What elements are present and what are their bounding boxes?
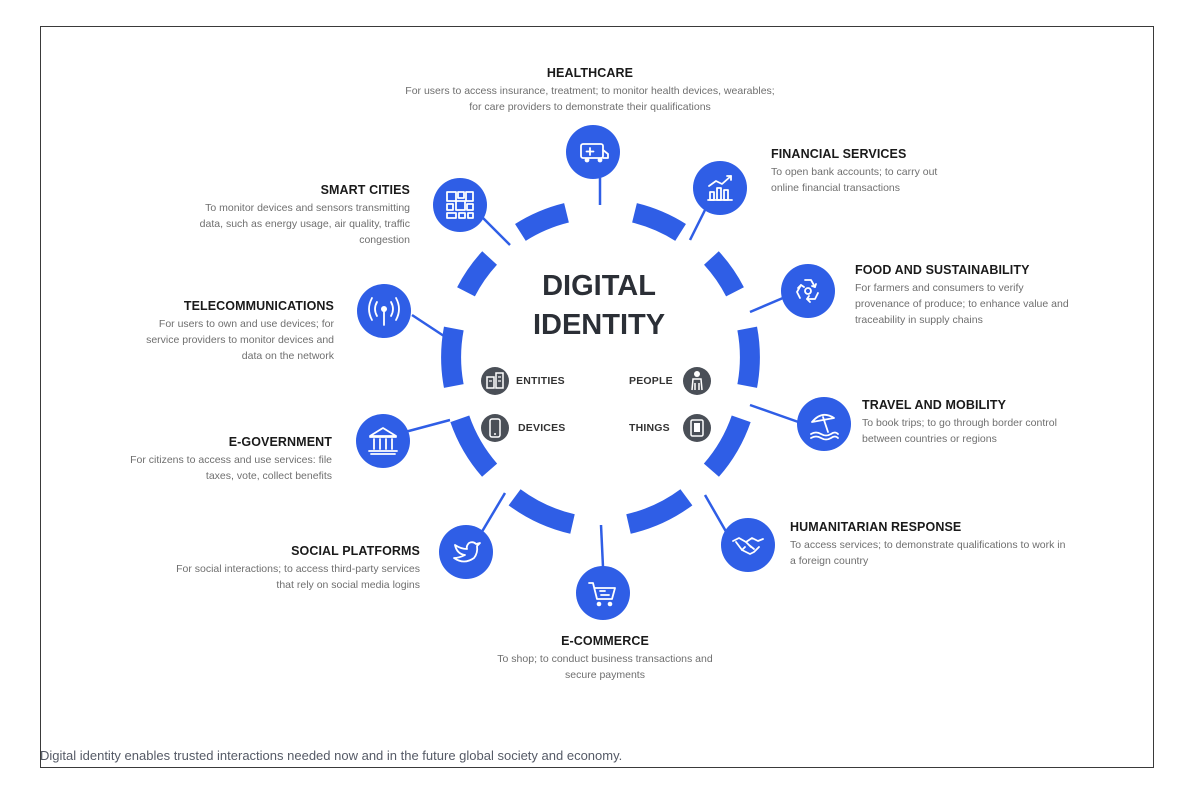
- humanitarian-node: [721, 518, 775, 572]
- healthcare-text: HEALTHCARE For users to access insurance…: [330, 66, 850, 116]
- diagram-title: DIGITAL IDENTITY: [499, 267, 699, 345]
- connector-ecommerce: [599, 524, 605, 568]
- smart-cities-node: [433, 178, 487, 232]
- connector-egov: [404, 418, 451, 434]
- connector-smart: [479, 214, 511, 246]
- telecom-desc-1: For users to own and use devices; for: [158, 318, 334, 330]
- ring-segment: [631, 203, 686, 241]
- humanitarian-text: HUMANITARIAN RESPONSE To access services…: [790, 520, 1150, 570]
- smart-cities-desc-1: To monitor devices and sensors transmitt…: [205, 202, 410, 214]
- social-desc-2: that rely on social media logins: [276, 578, 420, 591]
- travel-desc-2: between countries or regions: [862, 432, 997, 445]
- smart-cities-text: SMART CITIES To monitor devices and sens…: [110, 183, 410, 248]
- ring-segment: [441, 326, 464, 388]
- egov-desc-2: taxes, vote, collect benefits: [205, 469, 332, 482]
- connector-financial: [688, 209, 707, 241]
- handshake-icon: [732, 537, 764, 555]
- devices-label: DEVICES: [518, 422, 566, 434]
- egov-desc-1: For citizens to access and use services:…: [130, 454, 332, 466]
- smart-cities-title: SMART CITIES: [320, 183, 410, 197]
- social-node: [439, 525, 493, 579]
- tablet-icon: [690, 419, 704, 437]
- travel-node: [797, 397, 851, 451]
- travel-title: TRAVEL AND MOBILITY: [862, 398, 1007, 412]
- egov-text: E-GOVERNMENT For citizens to access and …: [60, 435, 332, 485]
- food-desc-3: traceability in supply chains: [855, 313, 983, 326]
- government-building-icon: [368, 427, 398, 455]
- food-desc-1: For farmers and consumers to verify: [855, 282, 1024, 294]
- telecom-title: TELECOMMUNICATIONS: [183, 299, 334, 313]
- recycle-icon: [796, 279, 819, 303]
- humanitarian-desc-2: a foreign country: [790, 554, 869, 567]
- title-line-2: IDENTITY: [532, 309, 666, 342]
- ring-segment: [508, 489, 575, 534]
- people-label: PEOPLE: [629, 375, 673, 387]
- smartphone-icon: [489, 418, 501, 438]
- things-badge: [683, 414, 711, 442]
- ring-segment: [626, 489, 693, 534]
- identity-ring: [441, 203, 760, 534]
- devices-badge: [481, 414, 509, 442]
- people-badge: [683, 367, 711, 395]
- financial-title: FINANCIAL SERVICES: [771, 147, 907, 161]
- telecom-desc-3: data on the network: [241, 349, 334, 362]
- ring-segment: [737, 326, 760, 388]
- ring-segment: [703, 251, 744, 297]
- travel-desc-1: To book trips; to go through border cont…: [862, 417, 1057, 429]
- ecommerce-text: E-COMMERCE To shop; to conduct business …: [445, 634, 765, 684]
- smart-cities-desc-2: data, such as energy usage, air quality,…: [199, 217, 410, 230]
- connector-humanitarian: [703, 494, 730, 536]
- entities-label: ENTITIES: [516, 375, 565, 387]
- ring-segment: [450, 415, 498, 477]
- ecommerce-node: [576, 566, 630, 620]
- food-text: FOOD AND SUSTAINABILITY For farmers and …: [855, 263, 1145, 328]
- telecom-text: TELECOMMUNICATIONS For users to own and …: [60, 299, 334, 364]
- ring-segment: [515, 203, 570, 241]
- ring-segment: [703, 415, 751, 477]
- building-icon: [486, 372, 504, 389]
- ecommerce-desc-1: To shop; to conduct business transaction…: [497, 653, 713, 665]
- shopping-cart-icon: [588, 582, 616, 607]
- connector-social: [478, 492, 507, 536]
- title-line-1: DIGITAL: [542, 270, 656, 302]
- ring-segment: [457, 251, 498, 297]
- bird-icon: [453, 541, 481, 563]
- connector-travel: [749, 403, 805, 426]
- financial-desc-2: online financial transactions: [771, 181, 900, 194]
- city-grid-icon: [446, 191, 474, 219]
- financial-desc-1: To open bank accounts; to carry out: [771, 166, 938, 178]
- connector-telecom: [411, 313, 451, 342]
- entities-badge: [481, 367, 509, 395]
- egov-title: E-GOVERNMENT: [228, 435, 332, 449]
- healthcare-title: HEALTHCARE: [546, 66, 634, 80]
- egov-node: [356, 414, 410, 468]
- healthcare-desc-2: for care providers to demonstrate their …: [469, 100, 711, 113]
- travel-text: TRAVEL AND MOBILITY To book trips; to go…: [862, 398, 1142, 448]
- ecommerce-title: E-COMMERCE: [561, 634, 649, 648]
- financial-node: [693, 161, 747, 215]
- chart-icon: [707, 175, 733, 201]
- smart-cities-desc-3: congestion: [359, 233, 410, 246]
- humanitarian-title: HUMANITARIAN RESPONSE: [790, 520, 962, 534]
- figure-caption: Digital identity enables trusted interac…: [40, 748, 623, 763]
- social-desc-1: For social interactions; to access third…: [176, 563, 420, 575]
- social-title: SOCIAL PLATFORMS: [291, 544, 420, 558]
- ambulance-icon: [580, 143, 609, 163]
- social-text: SOCIAL PLATFORMS For social interactions…: [90, 544, 420, 594]
- things-label: THINGS: [629, 422, 670, 434]
- antenna-icon: [368, 297, 400, 326]
- beach-umbrella-icon: [810, 413, 839, 441]
- food-title: FOOD AND SUSTAINABILITY: [855, 263, 1030, 277]
- food-node: [781, 264, 835, 318]
- financial-text: FINANCIAL SERVICES To open bank accounts…: [771, 147, 1071, 197]
- healthcare-desc-1: For users to access insurance, treatment…: [405, 85, 775, 97]
- humanitarian-desc-1: To access services; to demonstrate quali…: [790, 539, 1066, 551]
- telecom-node: [357, 284, 411, 338]
- person-icon: [691, 371, 703, 391]
- healthcare-node: [566, 125, 620, 179]
- food-desc-2: provenance of produce; to enhance value …: [855, 297, 1069, 310]
- ecommerce-desc-2: secure payments: [565, 668, 645, 681]
- telecom-desc-2: service providers to monitor devices and: [146, 333, 334, 346]
